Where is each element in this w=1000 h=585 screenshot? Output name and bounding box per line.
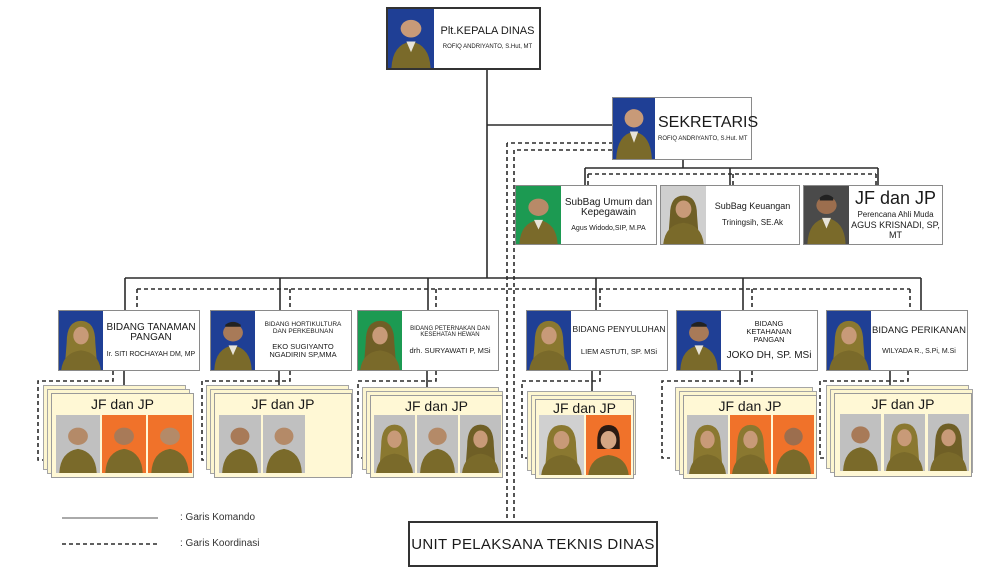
kepala-dinas-name: ROFIQ ANDRIYANTO, S.Hut, MT bbox=[442, 43, 533, 50]
jf-group-label: JF dan JP bbox=[251, 396, 315, 412]
jf-group-label: JF dan JP bbox=[404, 398, 469, 414]
bidang-tanaman-pangan-photo bbox=[59, 311, 103, 370]
subbag-keuangan-title: SubBag Keuangan bbox=[714, 200, 791, 211]
bidang-penyuluhan-name: LIEM ASTUTI, SP. MSi bbox=[580, 346, 658, 356]
staff-photo bbox=[148, 415, 192, 473]
bidang-hortikultura-name: EKO SUGIYANTO NGADIRIN SP,MMA bbox=[269, 341, 337, 359]
jf-group-tanaman-pangan: JF dan JP bbox=[51, 393, 194, 478]
subbag-umum-name: Agus Widodo,SIP, M.PA bbox=[571, 224, 646, 232]
bidang-hortikultura-photo bbox=[211, 311, 255, 370]
bidang-penyuluhan-title: BIDANG PENYULUHAN bbox=[572, 323, 666, 334]
staff-photo bbox=[460, 415, 501, 473]
sekretaris-name: ROFIQ ANDRIYANTO, S.Hut. MT bbox=[658, 135, 748, 142]
bidang-tanaman-pangan-title: BIDANG TANAMAN PANGAN bbox=[106, 321, 196, 344]
jf-sekretariat-subtitle: Perencana Ahli Muda bbox=[857, 210, 934, 220]
subbag-keuangan-box: SubBag Keuangan Triningsih, SE.Ak bbox=[660, 185, 800, 245]
bidang-tanaman-pangan-box: BIDANG TANAMAN PANGAN Ir. SITI ROCHAYAH … bbox=[58, 310, 200, 371]
jf-group-penyuluhan: JF dan JP bbox=[535, 399, 634, 479]
jf-group-label: JF dan JP bbox=[552, 400, 617, 416]
jf-group-hortikultura: JF dan JP bbox=[214, 393, 352, 478]
bidang-penyuluhan-photo bbox=[527, 311, 571, 370]
sekretaris-title: SEKRETARIS bbox=[658, 113, 759, 131]
bidang-perikanan-photo bbox=[827, 311, 871, 370]
bidang-peternakan-box: BIDANG PETERNAKAN DAN KESEHATAN HEWAN dr… bbox=[357, 310, 499, 371]
bidang-peternakan-photo bbox=[358, 311, 402, 370]
bidang-ketahanan-pangan-name: JOKO DH, SP. MSi bbox=[726, 349, 812, 361]
subbag-keuangan-photo bbox=[661, 186, 706, 244]
legend-garis-komando: : Garis Komando bbox=[180, 512, 256, 523]
bidang-perikanan-name: WILYADA R., S.Pi, M.Si bbox=[882, 347, 956, 355]
jf-sekretariat-name: AGUS KRISNADI, SP, MT bbox=[851, 220, 940, 240]
subbag-umum-box: SubBag Umum dan Kepegawain Agus Widodo,S… bbox=[515, 185, 657, 245]
staff-photo bbox=[263, 415, 305, 473]
bidang-penyuluhan-box: BIDANG PENYULUHAN LIEM ASTUTI, SP. MSi bbox=[526, 310, 668, 371]
staff-photo bbox=[773, 415, 814, 474]
staff-photo bbox=[840, 414, 881, 471]
staff-photo bbox=[730, 415, 771, 474]
staff-photo bbox=[219, 415, 261, 473]
subbag-umum-title: SubBag Umum dan Kepegawain bbox=[564, 196, 653, 219]
staff-photo bbox=[374, 415, 415, 473]
bidang-hortikultura-box: BIDANG HORTIKULTURA DAN PERKEBUNAN EKO S… bbox=[210, 310, 352, 371]
jf-group-label: JF dan JP bbox=[871, 396, 935, 412]
staff-photo bbox=[687, 415, 728, 474]
bidang-ketahanan-pangan-box: BIDANG KETAHANAN PANGAN JOKO DH, SP. MSi bbox=[676, 310, 818, 371]
unit-pelaksana-teknis-label: UNIT PELAKSANA TEKNIS DINAS bbox=[411, 535, 655, 553]
bidang-peternakan-title: BIDANG PETERNAKAN DAN KESEHATAN HEWAN bbox=[410, 326, 490, 339]
kepala-dinas-photo bbox=[388, 9, 434, 68]
jf-sekretariat-photo bbox=[804, 186, 849, 244]
jf-group-ketahanan-pangan: JF dan JP bbox=[683, 395, 817, 479]
legend-garis-koordinasi: : Garis Koordinasi bbox=[180, 538, 260, 549]
kepala-dinas-title: Plt.KEPALA DINAS bbox=[440, 25, 535, 38]
jf-group-peternakan: JF dan JP bbox=[370, 395, 503, 478]
subbag-umum-photo bbox=[516, 186, 561, 244]
sekretaris-box: SEKRETARIS ROFIQ ANDRIYANTO, S.Hut. MT bbox=[612, 97, 758, 160]
bidang-hortikultura-title: BIDANG HORTIKULTURA DAN PERKEBUNAN bbox=[264, 320, 342, 335]
bidang-ketahanan-pangan-title: BIDANG KETAHANAN PANGAN bbox=[746, 319, 792, 344]
bidang-perikanan-title: BIDANG PERIKANAN bbox=[872, 324, 966, 336]
jf-group-perikanan: JF dan JP bbox=[834, 393, 972, 477]
jf-sekretariat-box: JF dan JP Perencana Ahli Muda AGUS KRISN… bbox=[803, 185, 943, 245]
bidang-peternakan-name: drh. SURYAWATI P, MSi bbox=[409, 345, 491, 355]
bidang-perikanan-box: BIDANG PERIKANAN WILYADA R., S.Pi, M.Si bbox=[826, 310, 968, 371]
sekretaris-photo bbox=[613, 98, 655, 159]
staff-photo bbox=[539, 415, 584, 475]
staff-photo bbox=[102, 415, 146, 473]
staff-photo bbox=[56, 415, 100, 473]
unit-pelaksana-teknis-box: UNIT PELAKSANA TEKNIS DINAS bbox=[408, 521, 658, 567]
staff-photo bbox=[417, 415, 458, 473]
jf-group-label: JF dan JP bbox=[718, 398, 782, 414]
jf-sekretariat-title: JF dan JP bbox=[854, 188, 937, 209]
jf-group-label: JF dan JP bbox=[90, 396, 155, 412]
staff-photo bbox=[928, 414, 969, 471]
bidang-tanaman-pangan-name: Ir. SITI ROCHAYAH DM, MP bbox=[106, 350, 196, 358]
staff-photo bbox=[884, 414, 925, 471]
subbag-keuangan-name: Triningsih, SE.Ak bbox=[721, 218, 784, 228]
staff-photo bbox=[586, 415, 631, 475]
kepala-dinas-box: Plt.KEPALA DINAS ROFIQ ANDRIYANTO, S.Hut… bbox=[386, 7, 541, 70]
bidang-ketahanan-pangan-photo bbox=[677, 311, 721, 370]
